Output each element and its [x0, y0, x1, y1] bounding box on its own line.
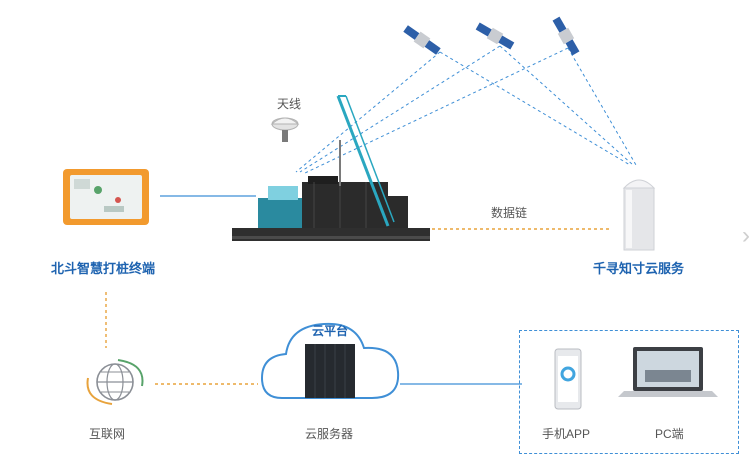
satellite-icon — [403, 25, 441, 55]
data-link-label: 数据链 — [491, 206, 528, 220]
base-station-icon — [622, 179, 656, 251]
server-label: 云服务器 — [305, 427, 354, 441]
globe-icon — [86, 359, 144, 405]
pile-driver-icon — [232, 95, 430, 241]
satellite-signal-lines — [295, 45, 637, 174]
terminal-icon — [63, 169, 149, 225]
pc-label: PC端 — [655, 427, 684, 441]
antenna-label: 天线 — [277, 97, 302, 111]
clients-box — [519, 330, 739, 454]
terminal-label: 北斗智慧打桩终端 — [51, 261, 156, 276]
mobile-app-label: 手机APP — [542, 427, 591, 441]
chevron-right-icon: › — [742, 222, 750, 249]
server-icon — [305, 344, 355, 398]
laptop-icon — [618, 347, 718, 397]
gnss-antenna-icon — [270, 117, 300, 142]
internet-label: 互联网 — [89, 427, 126, 441]
cloud-service-label: 千寻知寸云服务 — [593, 261, 685, 276]
satellite-icon — [475, 22, 515, 50]
cloud-platform-label: 云平台 — [312, 324, 349, 338]
phone-icon — [554, 348, 582, 410]
satellite-icon — [552, 16, 580, 56]
